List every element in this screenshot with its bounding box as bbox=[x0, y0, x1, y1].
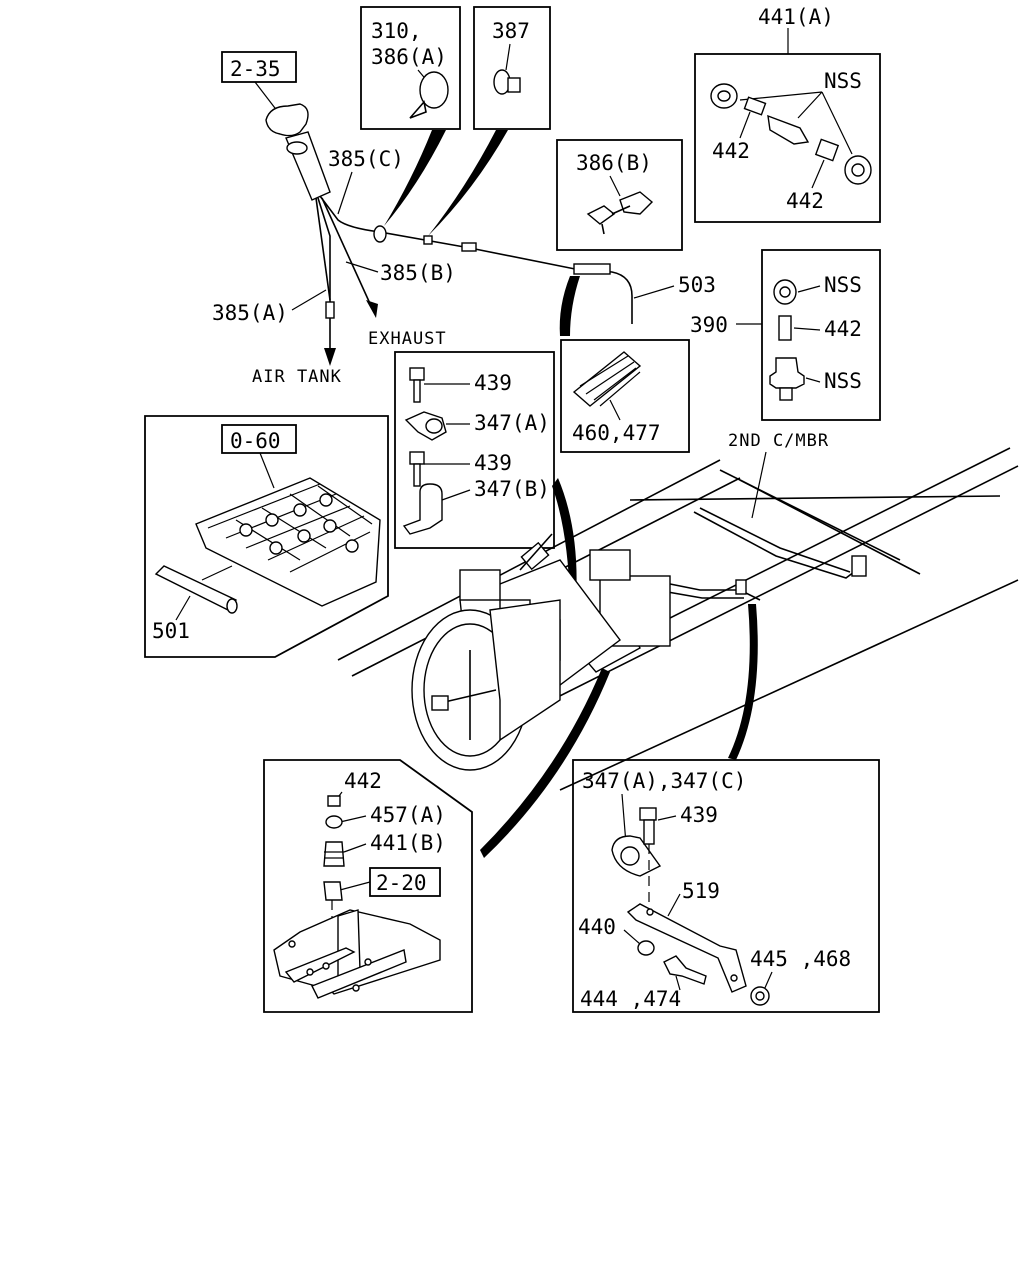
label-nss-1: NSS bbox=[824, 69, 862, 93]
label-385a: 385(A) bbox=[212, 301, 288, 325]
label-347a: 347(A) bbox=[474, 411, 550, 435]
detail-box-390: NSS 442 NSS bbox=[761, 249, 881, 421]
label-347b: 347(B) bbox=[474, 477, 550, 501]
hose-385a bbox=[315, 197, 331, 301]
label-385c: 385(C) bbox=[328, 147, 404, 171]
detail-box-460-477: 460,477 bbox=[560, 339, 690, 453]
arrow-exhaust bbox=[366, 300, 378, 318]
label-310: 310, bbox=[371, 19, 422, 43]
label-442-d: 442 bbox=[344, 769, 382, 793]
label-nss-2: NSS bbox=[824, 273, 862, 297]
arrow-air-tank bbox=[324, 348, 336, 366]
label-440: 440 bbox=[578, 915, 616, 939]
ref-label-2-20: 2-20 bbox=[376, 871, 427, 895]
leader-385a bbox=[291, 289, 327, 311]
label-442-c: 442 bbox=[824, 317, 862, 341]
detail-box-441b: 442 457(A) 441(B) 2-20 bbox=[263, 759, 473, 1013]
clip-on-hose bbox=[423, 235, 433, 245]
clamp-on-hose bbox=[373, 225, 387, 243]
joint-on-hose bbox=[461, 242, 477, 252]
label-nss-3: NSS bbox=[824, 369, 862, 393]
detail-box-310-386a: 310, 386(A) bbox=[360, 6, 461, 130]
detail-box-519: 347(A),347(C) 439 519 440 444 ,474 445 ,… bbox=[572, 759, 880, 1013]
pointer-lower-right bbox=[728, 604, 758, 760]
detail-box-441a: NSS 442 442 bbox=[694, 53, 881, 223]
detail-box-387: 387 bbox=[473, 6, 551, 130]
label-460-477: 460,477 bbox=[572, 421, 661, 445]
hose-385c bbox=[319, 195, 633, 324]
leader-385b bbox=[345, 261, 379, 273]
label-386b: 386(B) bbox=[576, 151, 652, 175]
label-445-468: 445 ,468 bbox=[750, 947, 851, 971]
label-442-b: 442 bbox=[786, 189, 824, 213]
boot-on-hose bbox=[573, 263, 611, 275]
ref-box-2-35: 2-35 bbox=[221, 51, 297, 83]
fitting-385a bbox=[325, 301, 335, 319]
ref-label-0-60: 0-60 bbox=[230, 429, 281, 453]
label-457a: 457(A) bbox=[370, 803, 446, 827]
pointer-347 bbox=[552, 478, 577, 602]
leader-2-35 bbox=[254, 81, 279, 113]
pointer-lower-left bbox=[480, 668, 610, 858]
label-519: 519 bbox=[682, 879, 720, 903]
pointer-387 bbox=[428, 130, 508, 236]
leader-385c bbox=[337, 171, 353, 215]
label-air-tank: AIR TANK bbox=[252, 367, 342, 387]
shift-valve bbox=[265, 103, 331, 201]
chassis-assembly bbox=[337, 447, 1019, 791]
leader-503 bbox=[633, 285, 675, 299]
detail-box-386b: 386(B) bbox=[556, 139, 683, 251]
label-2nd-cmbr: 2ND C/MBR bbox=[728, 431, 829, 451]
detail-box-439-347: 439 347(A) 439 347(B) bbox=[394, 351, 555, 549]
label-444-474: 444 ,474 bbox=[580, 987, 681, 1011]
label-441a: 441(A) bbox=[758, 5, 834, 29]
pointer-310 bbox=[384, 130, 446, 226]
label-503: 503 bbox=[678, 273, 716, 297]
pointer-boot bbox=[559, 276, 580, 336]
label-439-c: 439 bbox=[680, 803, 718, 827]
label-439-a: 439 bbox=[474, 371, 512, 395]
label-385b: 385(B) bbox=[380, 261, 456, 285]
label-347a-347c: 347(A),347(C) bbox=[582, 769, 746, 793]
hose-385b bbox=[321, 197, 373, 309]
label-387: 387 bbox=[492, 19, 530, 43]
label-390: 390 bbox=[690, 313, 728, 337]
label-386a: 386(A) bbox=[371, 45, 447, 69]
label-441b: 441(B) bbox=[370, 831, 446, 855]
label-439-b: 439 bbox=[474, 451, 512, 475]
label-exhaust: EXHAUST bbox=[368, 329, 447, 349]
detail-box-0-60: 0-60 501 bbox=[144, 415, 389, 658]
label-442-a: 442 bbox=[712, 139, 750, 163]
ref-label-2-35: 2-35 bbox=[230, 57, 281, 81]
label-501: 501 bbox=[152, 619, 190, 643]
